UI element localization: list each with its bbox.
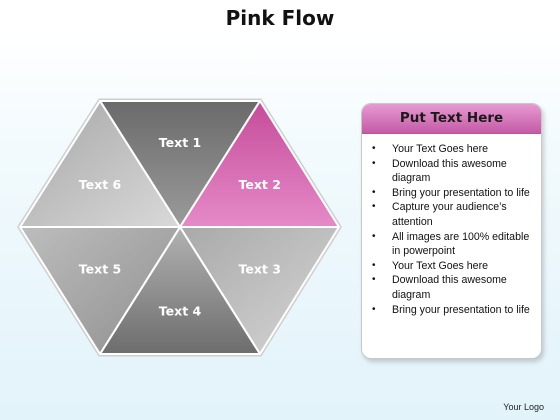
bullet-item: Capture your audience’s attention xyxy=(372,200,533,229)
bullet-list: Your Text Goes here Download this awesom… xyxy=(362,134,541,317)
bullet-item: Download this awesome diagram xyxy=(372,157,533,186)
hex-segment-label: Text 3 xyxy=(238,261,280,276)
hex-segment-label: Text 2 xyxy=(238,177,280,192)
page-title: Pink Flow xyxy=(225,6,335,30)
bullet-item: Bring your presentation to life xyxy=(372,186,533,201)
bullet-item: All images are 100% editable in powerpoi… xyxy=(372,230,533,259)
hex-segment-label: Text 1 xyxy=(159,135,201,150)
bullet-item: Your Text Goes here xyxy=(372,142,533,157)
text-panel: Put Text Here Your Text Goes here Downlo… xyxy=(361,103,542,359)
hex-segment-label: Text 6 xyxy=(79,177,122,192)
bullet-item: Bring your presentation to life xyxy=(372,303,533,318)
hex-segment-label: Text 4 xyxy=(159,304,202,319)
hex-segment-6 xyxy=(19,100,181,228)
bullet-item: Your Text Goes here xyxy=(372,259,533,274)
bullet-item: Download this awesome diagram xyxy=(372,273,533,302)
panel-heading: Put Text Here xyxy=(362,104,541,134)
logo-text: Your Logo xyxy=(503,402,544,412)
hex-segment-label: Text 5 xyxy=(79,261,121,276)
